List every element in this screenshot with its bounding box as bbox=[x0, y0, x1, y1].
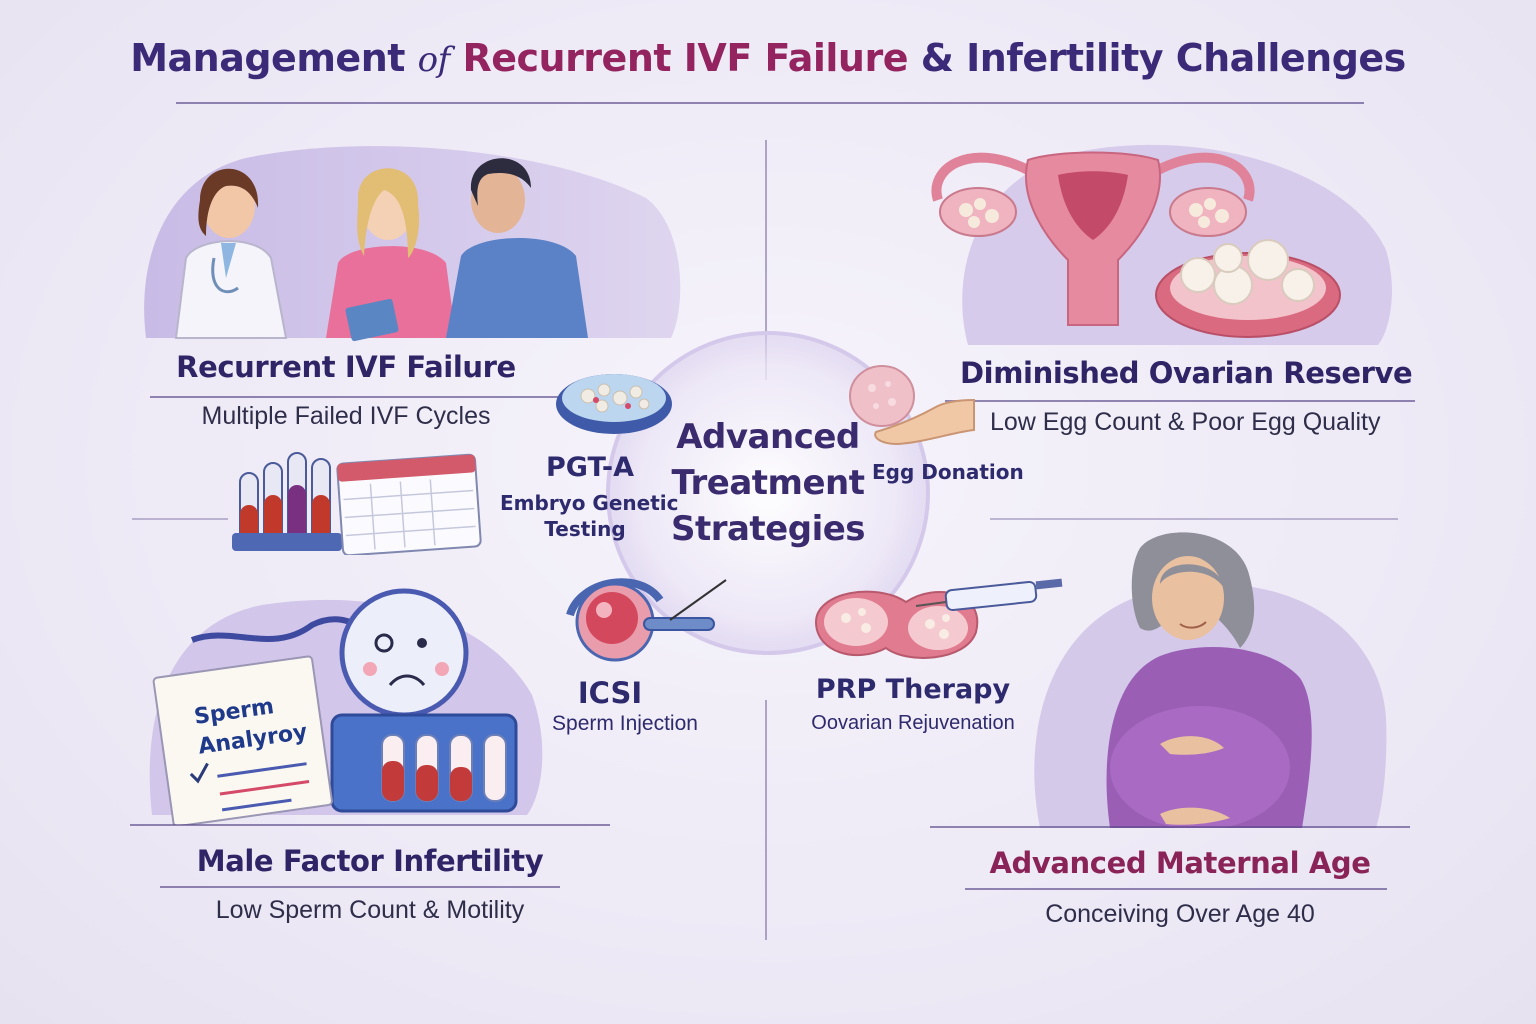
strategy-label-prp: PRP Therapy bbox=[815, 674, 1011, 705]
title-rule bbox=[176, 102, 1364, 104]
uterus-illustration bbox=[931, 144, 1392, 345]
divider-left bbox=[132, 518, 228, 520]
section-heading-ovarian: Diminished Ovarian Reserve bbox=[960, 356, 1413, 390]
divider-top bbox=[765, 140, 767, 380]
doctor-couple-illustration bbox=[144, 146, 681, 342]
rule-maternal bbox=[965, 888, 1387, 890]
strategy-desc-icsi: Sperm Injection bbox=[552, 712, 698, 735]
section-subtitle-male: Low Sperm Count & Motility bbox=[215, 896, 525, 924]
rule-ovarian bbox=[945, 400, 1415, 402]
strategy-label-egg: Egg Donation bbox=[872, 460, 1024, 484]
icsi-needle-icon bbox=[566, 578, 727, 662]
section-heading-maternal: Advanced Maternal Age bbox=[989, 846, 1371, 880]
title-part-recurrent: Recurrent IVF Failure bbox=[462, 36, 908, 80]
divider-bottom bbox=[765, 700, 767, 940]
divider-right bbox=[990, 518, 1398, 520]
rule-recurrent bbox=[150, 396, 570, 398]
section-subtitle-ovarian: Low Egg Count & Poor Egg Quality bbox=[990, 408, 1381, 436]
title-part-challenges: & Infertility Challenges bbox=[920, 36, 1407, 80]
center-title-line2: Treatment bbox=[671, 463, 865, 503]
strategy-desc-pgta: Embryo Genetic Testing bbox=[500, 490, 679, 542]
section-subtitle-maternal: Conceiving Over Age 40 bbox=[1045, 900, 1315, 928]
center-title-line1: Advanced bbox=[676, 417, 860, 457]
petri-dish-icon bbox=[556, 374, 672, 434]
strategy-desc-pgta-line1: Embryo Genetic bbox=[500, 491, 679, 515]
strategy-desc-prp: Oovarian Rejuvenation bbox=[811, 712, 1015, 734]
rule-maternal-top bbox=[930, 826, 1410, 828]
sperm-analysis-illustration bbox=[149, 588, 543, 825]
rule-male-top bbox=[130, 824, 610, 826]
title-part-management: Management bbox=[130, 36, 405, 80]
test-tubes-calendar-icon bbox=[232, 452, 482, 555]
strategy-desc-pgta-line2: Testing bbox=[544, 517, 626, 541]
section-subtitle-recurrent: Multiple Failed IVF Cycles bbox=[201, 402, 491, 430]
rule-male bbox=[160, 886, 560, 888]
pregnant-woman-illustration bbox=[1034, 532, 1387, 828]
title-part-of: of bbox=[417, 40, 451, 80]
strategy-label-pgta: PGT-A bbox=[545, 452, 635, 483]
egg-hand-icon bbox=[849, 365, 975, 446]
strategy-label-icsi: ICSI bbox=[577, 676, 643, 710]
ovary-syringe-icon bbox=[814, 578, 1063, 659]
center-circle bbox=[606, 331, 930, 655]
section-heading-male: Male Factor Infertility bbox=[196, 844, 544, 878]
center-title: Advanced Treatment Strategies bbox=[668, 414, 868, 552]
page-title: Management of Recurrent IVF Failure & In… bbox=[0, 36, 1536, 80]
center-title-line3: Strategies bbox=[670, 509, 866, 549]
section-heading-recurrent: Recurrent IVF Failure bbox=[176, 350, 516, 384]
